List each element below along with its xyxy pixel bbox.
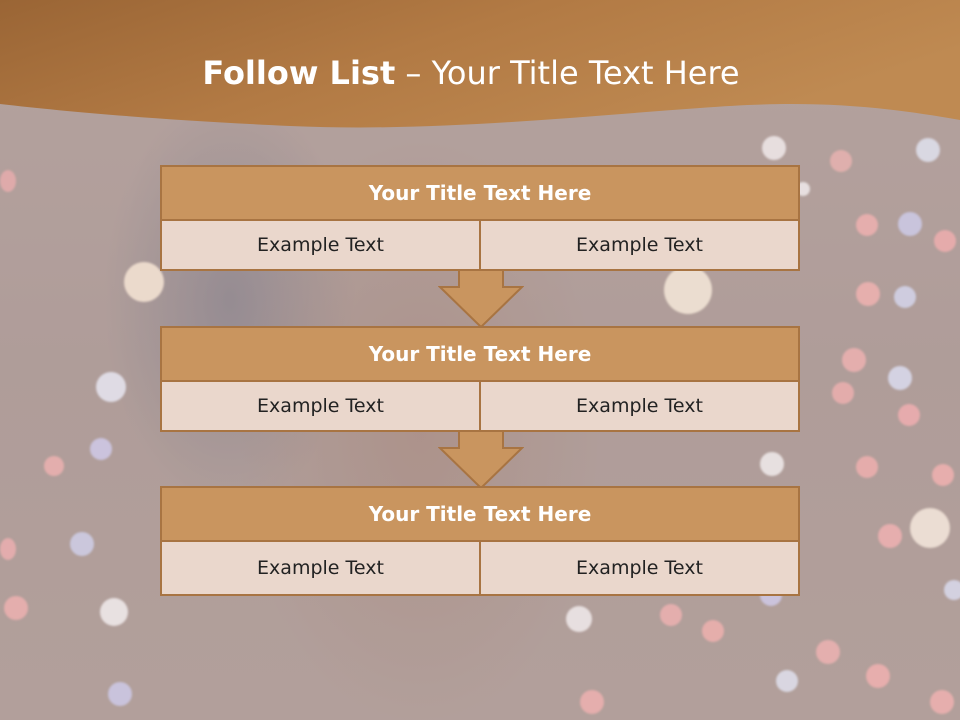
- block-cell-left: Example Text: [160, 221, 481, 271]
- slide-title-rest: – Your Title Text Here: [395, 54, 740, 92]
- block-cells: Example Text Example Text: [160, 221, 800, 271]
- flow-block-2: Your Title Text Here Example Text Exampl…: [160, 326, 800, 432]
- block-cells: Example Text Example Text: [160, 382, 800, 432]
- title-banner: [0, 0, 960, 128]
- flow-block-1: Your Title Text Here Example Text Exampl…: [160, 165, 800, 271]
- flow-block-3: Your Title Text Here Example Text Exampl…: [160, 486, 800, 596]
- block-cell-left: Example Text: [160, 542, 481, 596]
- slide-title-bold: Follow List: [202, 54, 396, 92]
- block-title: Your Title Text Here: [160, 486, 800, 542]
- block-cells: Example Text Example Text: [160, 542, 800, 596]
- down-arrow-icon: [438, 430, 524, 490]
- block-cell-left: Example Text: [160, 382, 481, 432]
- down-arrow-icon: [438, 269, 524, 329]
- block-title: Your Title Text Here: [160, 165, 800, 221]
- block-cell-right: Example Text: [481, 542, 800, 596]
- block-title: Your Title Text Here: [160, 326, 800, 382]
- block-cell-right: Example Text: [481, 382, 800, 432]
- slide-title: Follow List – Your Title Text Here: [0, 54, 942, 92]
- block-cell-right: Example Text: [481, 221, 800, 271]
